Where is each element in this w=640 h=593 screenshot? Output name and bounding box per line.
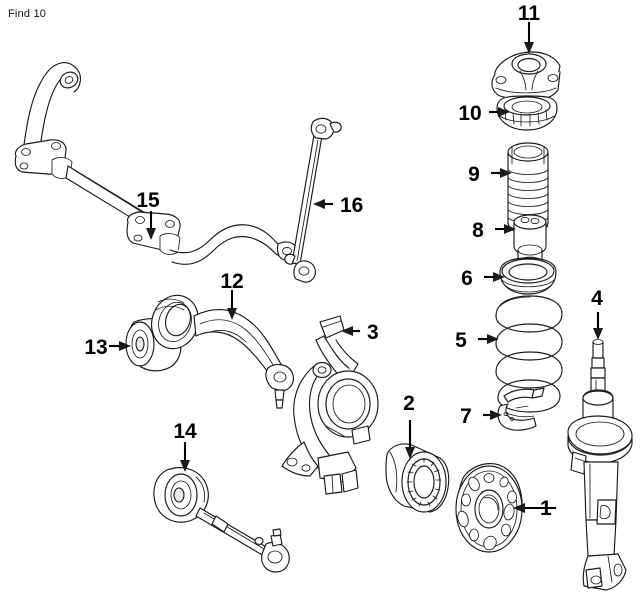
part-stabilizer-link	[284, 117, 342, 283]
callout-number-6: 6	[461, 267, 473, 290]
callout-number-15: 15	[136, 189, 160, 212]
callout-5	[478, 334, 499, 344]
callout-6	[484, 272, 505, 282]
callout-15	[146, 211, 156, 240]
part-wheel-hub	[455, 463, 523, 553]
callout-number-2: 2	[403, 392, 415, 415]
callout-number-5: 5	[455, 329, 467, 352]
callout-number-3: 3	[367, 321, 379, 344]
callout-3	[341, 326, 360, 336]
callout-number-9: 9	[468, 163, 480, 186]
part-dust-boot	[507, 142, 549, 235]
find-label: Find 10	[8, 8, 47, 20]
callout-9	[491, 168, 512, 178]
callout-1	[513, 503, 556, 513]
part-stabilizer-bar	[14, 62, 297, 265]
callout-number-11: 11	[518, 2, 541, 25]
callout-16	[313, 199, 333, 209]
callout-7	[483, 410, 502, 420]
part-spring-seat-upper	[499, 257, 557, 295]
part-tension-strut	[153, 467, 290, 573]
part-control-arm-bushing	[125, 318, 182, 372]
callout-2	[405, 420, 415, 459]
part-strut-assembly	[567, 339, 633, 591]
callout-8	[495, 224, 516, 234]
part-wheel-bearing	[385, 443, 450, 513]
callout-11	[524, 22, 534, 54]
part-steering-knuckle	[281, 315, 379, 495]
callout-10	[489, 107, 510, 117]
callout-number-7: 7	[460, 405, 472, 428]
part-strut-mount	[491, 51, 561, 103]
callout-12	[227, 290, 237, 320]
callout-14	[180, 442, 190, 472]
callout-number-12: 12	[220, 270, 243, 293]
part-spring-pad-clip	[497, 387, 545, 431]
part-strut-bearing	[496, 95, 558, 131]
callout-number-10: 10	[458, 102, 481, 125]
callout-number-16: 16	[340, 194, 363, 217]
part-upper-control-arm	[151, 294, 294, 409]
callout-4	[593, 312, 603, 340]
callout-number-1: 1	[540, 497, 552, 520]
callout-13	[109, 341, 131, 351]
callout-number-14: 14	[173, 420, 197, 443]
callout-layer: 1 2 3 4 5 6 7 8 9 10 11 12 13 14 15 16	[84, 2, 603, 520]
part-coil-spring	[495, 295, 563, 418]
callout-number-8: 8	[472, 219, 484, 242]
callout-number-4: 4	[591, 287, 603, 310]
callout-number-13: 13	[84, 336, 107, 359]
